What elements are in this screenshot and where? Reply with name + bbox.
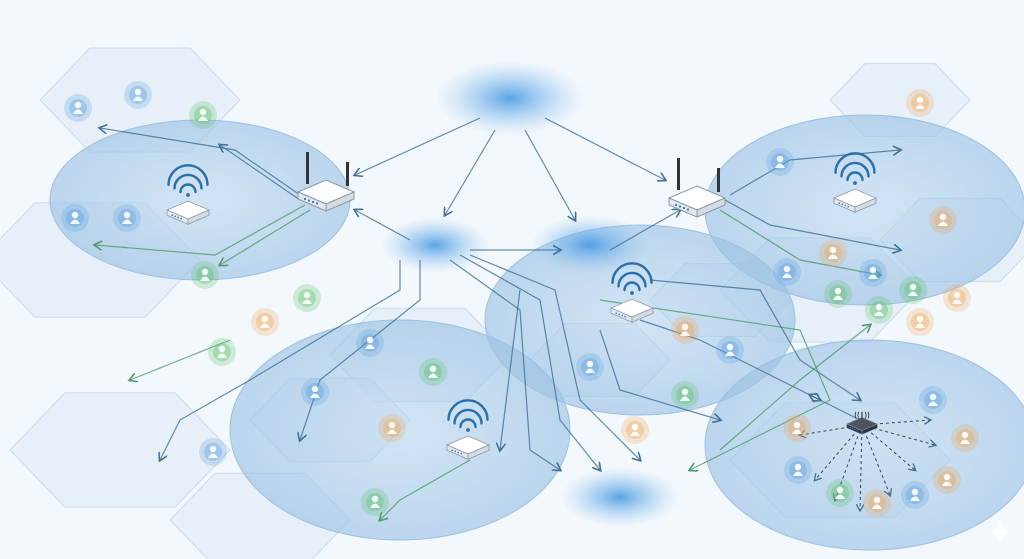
user-icon	[906, 89, 934, 117]
wifi-router-icon	[296, 152, 356, 212]
wifi-router-icon	[610, 262, 654, 323]
wifi-router-icon	[166, 164, 210, 225]
network-link	[355, 117, 481, 175]
user-icon	[208, 338, 236, 366]
network-link	[130, 339, 231, 380]
user-icon	[189, 101, 217, 129]
network-link	[380, 459, 471, 520]
network-link	[95, 204, 306, 256]
network-link	[469, 254, 640, 460]
network-link	[599, 299, 831, 470]
broadcast-link	[860, 424, 862, 510]
broadcast-link	[861, 424, 890, 495]
network-link	[220, 209, 311, 265]
user-icon	[784, 456, 812, 484]
network-link	[729, 150, 900, 196]
user-icon	[899, 276, 927, 304]
network-link	[719, 209, 880, 275]
network-link	[609, 210, 680, 251]
broadcast-link	[800, 424, 863, 435]
network-link	[639, 319, 820, 400]
sparkle-icon	[990, 520, 1010, 544]
user-icon	[766, 148, 794, 176]
network-link	[544, 117, 665, 180]
cloud-glow	[380, 217, 490, 273]
cloud-glow	[530, 215, 650, 275]
routers	[166, 152, 879, 460]
cloud-glows	[380, 60, 680, 527]
user-icon	[951, 424, 979, 452]
network-link	[599, 329, 720, 420]
user-icon	[419, 358, 447, 386]
user-icon	[671, 381, 699, 409]
user-icon	[621, 416, 649, 444]
user-icon	[251, 308, 279, 336]
network-link	[100, 128, 301, 196]
wifi-signal-icon	[611, 262, 653, 295]
user-icon	[378, 414, 406, 442]
user-icon	[929, 206, 957, 234]
network-link	[524, 129, 575, 220]
users	[61, 81, 979, 517]
user-icon	[919, 386, 947, 414]
user-icon	[824, 280, 852, 308]
wifi-signal-icon	[447, 399, 489, 432]
user-icon	[199, 438, 227, 466]
user-icon	[863, 489, 891, 517]
user-icon	[906, 308, 934, 336]
wifi-router-icon	[667, 158, 727, 218]
network-link	[649, 279, 860, 400]
user-icon	[301, 378, 329, 406]
user-icon	[865, 296, 893, 324]
wifi-signal-icon	[167, 164, 209, 197]
user-icon	[124, 81, 152, 109]
user-icon	[576, 353, 604, 381]
network-link	[500, 289, 521, 450]
user-icon	[356, 329, 384, 357]
cloud-glow	[435, 60, 585, 136]
user-icon	[671, 316, 699, 344]
user-icon	[716, 336, 744, 364]
user-icon	[64, 94, 92, 122]
broadcast-link	[815, 424, 863, 480]
network-link	[724, 199, 900, 250]
user-icon	[826, 479, 854, 507]
user-icon	[783, 414, 811, 442]
hex-cell	[9, 392, 231, 508]
wifi-router-icon	[446, 399, 490, 460]
network-link	[459, 254, 600, 470]
user-icon	[901, 481, 929, 509]
wifi-signal-icon	[834, 152, 876, 185]
wifi-router-icon	[833, 152, 877, 213]
network-link	[449, 259, 560, 470]
network-link	[220, 145, 301, 201]
user-icon	[933, 466, 961, 494]
user-icon	[113, 204, 141, 232]
network-link	[810, 395, 861, 421]
coverage-zone	[229, 319, 571, 541]
network-link	[445, 129, 496, 215]
network-link	[719, 325, 870, 451]
user-icon	[859, 259, 887, 287]
user-icon	[361, 488, 389, 516]
user-icon	[61, 204, 89, 232]
broadcast-link	[861, 420, 930, 426]
network-link	[160, 260, 401, 460]
user-icon	[819, 239, 847, 267]
wifi-router-icon	[845, 411, 879, 435]
user-icon	[191, 261, 219, 289]
user-icon	[293, 284, 321, 312]
cloud-glow	[560, 467, 680, 527]
user-icon	[943, 284, 971, 312]
user-icon	[773, 258, 801, 286]
network-link	[355, 210, 411, 241]
